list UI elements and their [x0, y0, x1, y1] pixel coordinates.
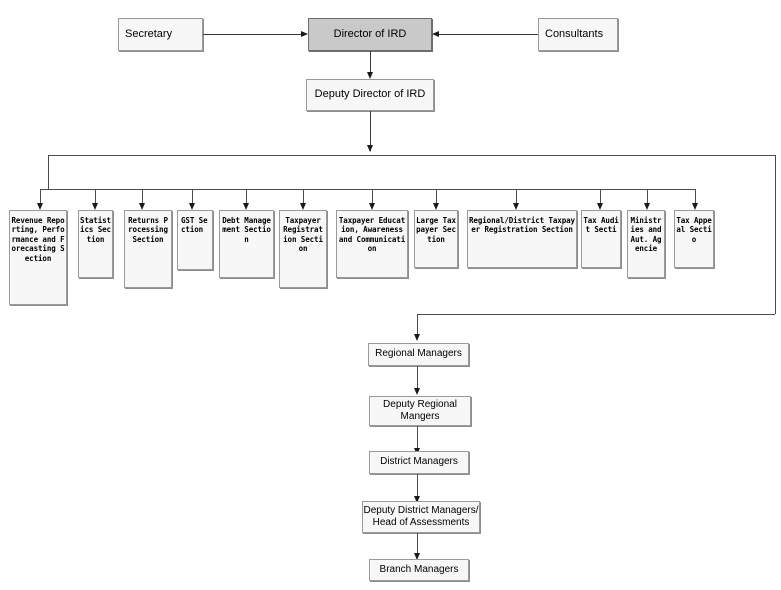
arrowhead-section-6: [299, 203, 306, 210]
arrowhead-section-3: [138, 203, 145, 210]
arrowhead-section-11: [643, 203, 650, 210]
node-field-label: Deputy Regional Mangers: [383, 398, 457, 423]
node-secretary[interactable]: Secretary: [118, 18, 203, 51]
node-section-statistics[interactable]: Statistics Section: [78, 210, 113, 278]
arrowhead-section-1: [36, 203, 43, 210]
node-branch-managers[interactable]: Branch Managers: [369, 559, 469, 581]
arrowhead-director-to-deputy: [366, 72, 373, 79]
connector-section-11: [647, 189, 648, 207]
node-field-label: Deputy District Managers/ Head of Assess…: [363, 504, 479, 529]
connector-bus-to-regional-managers: [417, 314, 775, 315]
node-section-large-taxpayer[interactable]: Large Taxpayer Section: [414, 210, 458, 268]
arrowhead-deputy-district-to-branch: [413, 553, 420, 560]
node-section-returns-processing[interactable]: Returns Processing Section: [124, 210, 172, 288]
node-deputy-director-label: Deputy Director of IRD: [314, 88, 426, 101]
node-section-taxpayer-registration[interactable]: Taxpayer Registration Section: [279, 210, 327, 288]
node-consultants[interactable]: Consultants: [538, 18, 618, 51]
connector-regional-to-deputy-regional: [417, 366, 418, 392]
node-section-label: Debt Management Section: [222, 216, 271, 244]
arrowhead-section-2: [91, 203, 98, 210]
arrowhead-to-regional-managers: [413, 334, 420, 341]
arrowhead-regional-to-deputy-regional: [413, 388, 420, 395]
node-consultants-label: Consultants: [545, 27, 604, 40]
connector-section-7: [372, 189, 373, 207]
connector-consultants-to-director: [439, 34, 538, 35]
arrowhead-section-8: [432, 203, 439, 210]
node-section-revenue-reporting[interactable]: Revenue Reporting, Performance and Forec…: [9, 210, 67, 305]
arrowhead-section-12: [691, 203, 698, 210]
node-section-label: Taxpayer Registration Section: [283, 216, 323, 254]
connector-section-1-tap: [40, 189, 49, 190]
connector-section-2: [95, 189, 96, 207]
node-deputy-regional-managers[interactable]: Deputy Regional Mangers: [369, 396, 471, 426]
node-director-of-ird[interactable]: Director of IRD: [308, 18, 432, 51]
connector-deputy-regional-to-district: [417, 426, 418, 452]
node-section-label: Ministries and Aut. Agencie: [630, 216, 662, 254]
node-section-label: Regional/District Taxpayer Registration …: [469, 216, 575, 235]
node-section-label: GST Section: [181, 216, 208, 235]
arrowhead-deputy-to-bus: [366, 145, 373, 152]
connector-director-to-deputy: [370, 51, 371, 76]
node-field-label: Regional Managers: [375, 348, 462, 360]
connector-district-to-deputy-district: [417, 474, 418, 500]
node-section-tax-appeal[interactable]: Tax Appeal Sectio: [674, 210, 714, 268]
node-field-label: Branch Managers: [379, 563, 459, 575]
node-deputy-director-of-ird[interactable]: Deputy Director of IRD: [306, 79, 434, 111]
arrowhead-secretary-to-director: [301, 30, 308, 37]
arrowhead-section-4: [188, 203, 195, 210]
arrowhead-section-10: [596, 203, 603, 210]
connector-drop-to-regional-managers: [417, 314, 418, 338]
node-section-debt-management[interactable]: Debt Management Section: [219, 210, 274, 278]
node-section-gst[interactable]: GST Section: [177, 210, 213, 270]
node-section-ministries-aut-agencies[interactable]: Ministries and Aut. Agencie: [627, 210, 665, 278]
connector-section-6: [303, 189, 304, 207]
connector-section-10: [600, 189, 601, 207]
node-secretary-label: Secretary: [125, 27, 173, 40]
connector-section-12: [695, 189, 696, 207]
node-section-tax-audit[interactable]: Tax Audit Secti: [581, 210, 621, 268]
node-section-label: Taxpayer Education, Awareness and Commun…: [338, 216, 406, 254]
node-section-label: Tax Appeal Sectio: [676, 216, 712, 244]
node-section-label: Returns Processing Section: [128, 216, 168, 244]
node-section-regional-district-registration[interactable]: Regional/District Taxpayer Registration …: [467, 210, 577, 268]
connector-secretary-to-director: [203, 34, 301, 35]
node-deputy-district-managers[interactable]: Deputy District Managers/ Head of Assess…: [362, 501, 480, 533]
node-field-label: District Managers: [380, 456, 458, 468]
node-section-taxpayer-education[interactable]: Taxpayer Education, Awareness and Commun…: [336, 210, 408, 278]
arrowhead-district-to-deputy-district: [413, 496, 420, 503]
connector-section-5: [246, 189, 247, 207]
connector-deputy-to-bus: [370, 111, 371, 151]
node-district-managers[interactable]: District Managers: [369, 451, 469, 474]
bus-right-riser: [775, 155, 776, 314]
bus-left-riser: [48, 155, 49, 189]
connector-section-8: [436, 189, 437, 207]
connector-section-3: [142, 189, 143, 207]
connector-deputy-district-to-branch: [417, 533, 418, 557]
arrowhead-section-9: [512, 203, 519, 210]
node-director-of-ird-label: Director of IRD: [333, 27, 407, 40]
connector-section-9: [516, 189, 517, 207]
bus-top-horizontal: [48, 155, 775, 156]
node-section-label: Tax Audit Secti: [583, 216, 619, 235]
node-regional-managers[interactable]: Regional Managers: [368, 343, 469, 366]
node-section-label: Revenue Reporting, Performance and Forec…: [11, 216, 65, 263]
connector-section-4: [192, 189, 193, 207]
arrowhead-section-5: [242, 203, 249, 210]
connector-section-1: [40, 189, 41, 207]
bus-sections-horizontal: [48, 189, 695, 190]
node-section-label: Large Taxpayer Section: [416, 216, 456, 244]
arrowhead-section-7: [368, 203, 375, 210]
arrowhead-consultants-to-director: [432, 30, 439, 37]
node-section-label: Statistics Section: [80, 216, 111, 244]
